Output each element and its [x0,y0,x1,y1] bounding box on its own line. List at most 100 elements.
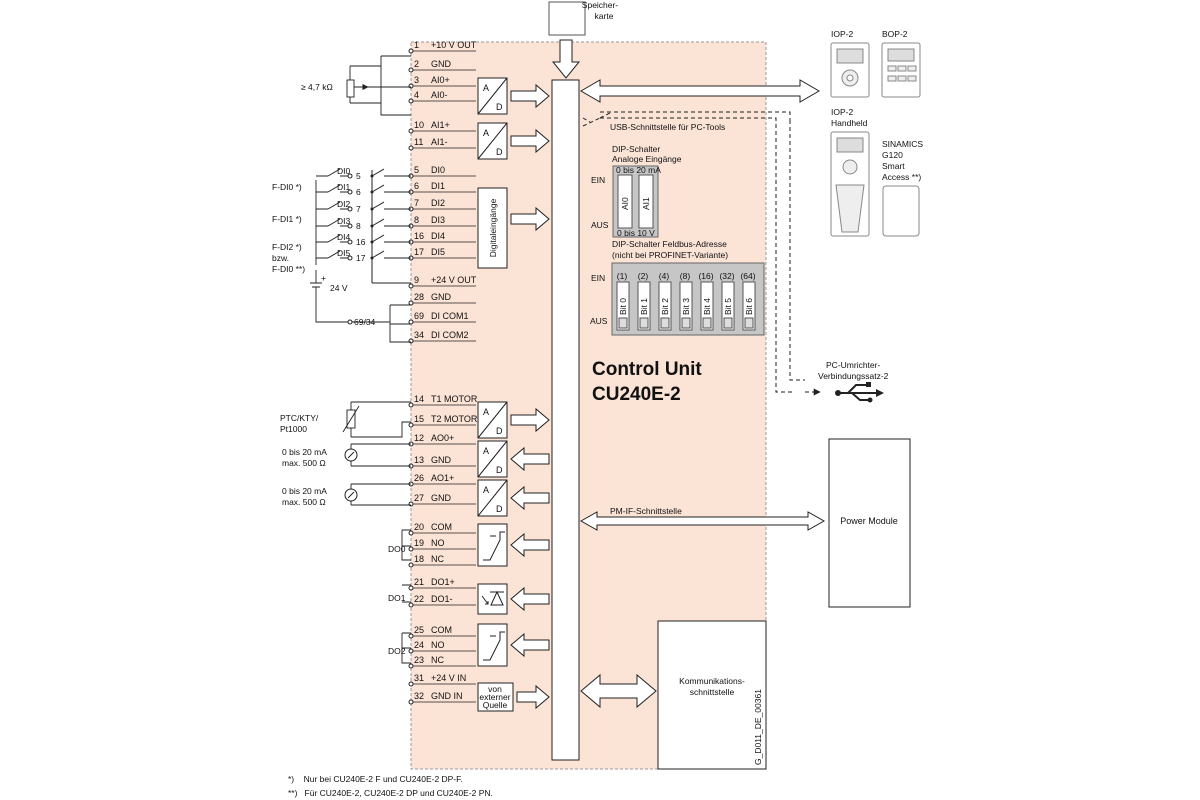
terminal-number: 17 [414,247,424,257]
terminal-name: DI COM1 [431,311,469,321]
comm-interface-box [657,620,767,770]
terminal-name: AO0+ [431,433,454,443]
terminal-row: 32 GND IN [408,691,476,705]
output-arrow [510,532,550,558]
do1-optocoupler-block [477,583,508,615]
switch-label: DI4 [337,232,351,242]
terminal-number: 2 [414,59,419,69]
terminal-number: 13 [414,455,424,465]
iop2-hand-label-1: IOP-2 [831,107,853,117]
terminal-name: GND [431,59,452,69]
terminal-row: 1+10 V OUT [408,40,477,54]
terminal-number: 25 [414,625,424,635]
terminal-row: 10 AI1+ [408,120,476,134]
terminal-row: 20 COM [408,522,476,536]
ad-converter: AD [477,479,550,517]
terminal-number: 20 [414,522,424,532]
dip-switch-fieldbus: DIP-Schalter Feldbus-Adresse (nicht bei … [590,239,765,336]
terminal-name: COM [431,522,452,532]
ad-converter: AD [477,122,550,160]
terminal-row: 12 AO0+ [408,433,476,447]
terminal-name: +24 V IN [431,673,466,683]
terminal-name: AI0+ [431,75,450,85]
dip-analog-bottom: 0 bis 10 V [617,228,655,238]
bus-dip-switch: (32)Bit 5 [719,271,735,331]
pc-kit-label-1: PC-Umrichter- [826,360,880,370]
ad-converter: AD [477,77,550,115]
ao0-load-label: max. 500 Ω [282,458,326,468]
doc-id: G_D011_DE_00361 [753,689,763,765]
bus-dip-value: (4) [659,271,670,281]
usb-interface-label: USB-Schnittstelle für PC-Tools [610,122,725,132]
converter-d: D [496,426,503,436]
bus-dip-bit: Bit 5 [723,298,733,315]
terminal-number: 12 [414,433,424,443]
bop2-label: BOP-2 [882,29,908,39]
bus-dip-bit: Bit 3 [681,298,691,315]
switch-label: DI5 [337,248,351,258]
terminal-number: 10 [414,120,424,130]
bus-dip-value: (64) [740,271,755,281]
switch-terminal: 7 [356,204,361,214]
bus-dip-bit: Bit 2 [660,298,670,315]
ao0-range-label: 0 bis 20 mA [282,447,327,457]
bus-dip-switch: (8)Bit 3 [679,271,693,331]
switch-terminal: 6 [356,187,361,197]
digital-inputs-block: Digitaleingänge [477,187,550,269]
terminal-row: 28 GND [408,292,476,306]
terminal-number: 23 [414,655,424,665]
converter-a: A [483,485,489,495]
terminal-name: DI1 [431,181,445,191]
terminal-number: 32 [414,691,424,701]
left-wiring [310,55,411,664]
terminal-number: 28 [414,292,424,302]
terminal-row: 9+24 V OUT [408,275,477,289]
terminal-name: AI1+ [431,120,450,130]
supply-label-3: Quelle [483,700,508,710]
iop2-label: IOP-2 [831,29,853,39]
terminal-number: 1 [414,40,419,50]
terminal-name: +24 V OUT [431,275,477,285]
terminal-name: GND IN [431,691,463,701]
terminal-number: 69 [414,311,424,321]
terminal-name: GND [431,455,452,465]
bus-dip-switch: (64) Bit 6 [740,271,756,331]
iop2-handheld-device: IOP-2 Handheld [830,107,870,237]
terminal-name: NO [431,640,445,650]
terminal-name: GND [431,292,452,302]
terminal-number: 7 [414,198,419,208]
converter-d: D [496,504,503,514]
dip-bus-aus: AUS [590,316,608,326]
comm-arrow [580,673,657,709]
pc-connection-kit: PC-Umrichter- Verbindungssatz-2 [818,360,889,403]
terminal-name: DI0 [431,165,445,175]
terminal-number: 18 [414,554,424,564]
converter-d: D [496,465,503,475]
terminal-number: 34 [414,330,424,340]
iop2-hand-label-2: Handheld [831,118,868,128]
bus-dip-bit: Bit 6 [744,298,754,315]
bus-dip-bit: Bit 4 [702,298,712,315]
terminal-name: GND [431,493,452,503]
smart-label-3: Smart [882,161,905,171]
terminal-number: 5 [414,165,419,175]
memory-card-label-2: karte [595,11,614,21]
terminal-number: 14 [414,394,424,404]
ao1-load-label: max. 500 Ω [282,497,326,507]
terminal-number: 6 [414,181,419,191]
ad-converter: AD [477,440,550,478]
dip-analog-top: 0 bis 20 mA [616,165,661,175]
